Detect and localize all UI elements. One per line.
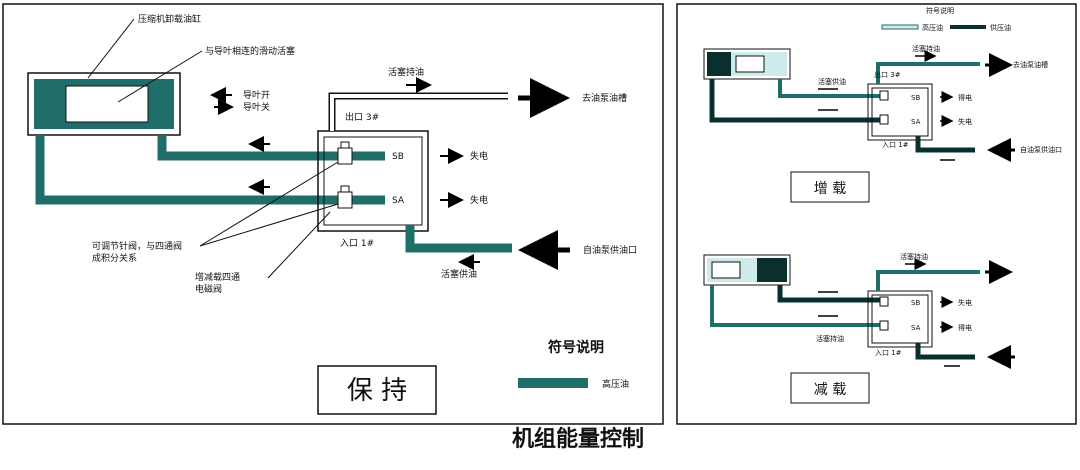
compressor-cylinder	[27, 72, 181, 136]
piston-hold-label: 活塞持油	[388, 66, 424, 78]
legend-title: 符号说明	[547, 339, 604, 356]
hold-title: 保 持	[347, 376, 407, 406]
solenoid-note: 增减载四通	[195, 271, 240, 283]
main-title: 机组能量控制	[512, 426, 644, 452]
right-panel: 符号说明 高压油 供压油 活塞持油 出口 3# 去油泵油槽 活塞供油 SB	[676, 3, 1077, 425]
decrease-piston-hold: 活塞持油	[900, 252, 928, 261]
piston-supply-label: 活塞供油	[441, 268, 477, 280]
vane-close-label: 导叶关	[243, 101, 270, 113]
legend-high-oil-swatch	[518, 378, 588, 388]
decrease-sb: SB	[911, 299, 920, 307]
increase-to-tank: 去油泵油槽	[1013, 60, 1048, 69]
increase-outlet: 出口 3#	[874, 70, 901, 79]
decrease-inlet-label: 活塞持油	[816, 334, 844, 343]
increase-diagram	[703, 48, 980, 153]
increase-sa: SA	[911, 118, 921, 126]
sb-state: 失电	[470, 150, 488, 162]
from-pump-label: 自油泵供油口	[583, 244, 637, 256]
sa-state: 失电	[470, 194, 488, 206]
decrease-diagram	[703, 254, 980, 360]
legend-high-oil-label: 高压油	[602, 378, 629, 390]
valve-note: 可调节针阀，与四通阀	[92, 240, 182, 252]
right-legend-high: 高压油	[922, 23, 943, 32]
solenoid-note-2: 电磁阀	[195, 283, 222, 295]
right-legend-title: 符号说明	[926, 6, 954, 15]
increase-inlet-label: 活塞供油	[818, 77, 846, 86]
increase-piston-hold: 活塞持油	[912, 44, 940, 53]
decrease-sa-state: 得电	[958, 323, 972, 332]
increase-inlet: 入口 1#	[882, 141, 909, 149]
increase-sb-state: 得电	[958, 93, 972, 102]
decrease-inlet: 入口 1#	[875, 349, 902, 357]
to-tank-label: 去油泵油槽	[582, 92, 627, 104]
sb-label: SB	[392, 152, 404, 162]
increase-sb: SB	[911, 94, 920, 102]
decrease-sa: SA	[911, 324, 921, 332]
sa-label: SA	[392, 196, 405, 206]
inlet-label: 入口 1#	[340, 238, 374, 249]
valve-sa	[337, 185, 353, 209]
valve-sb	[337, 141, 353, 165]
decrease-sb-state: 失电	[958, 298, 972, 307]
valve-box	[317, 130, 429, 232]
piston-label: 与导叶相连的滑动活塞	[205, 45, 295, 57]
hold-panel: 压缩机卸载油缸 与导叶相连的滑动活塞 导叶开 导叶关 SB SA 出口 3#	[2, 3, 664, 425]
right-legend-supply: 供压油	[990, 23, 1011, 32]
valve-note-2: 成积分关系	[92, 252, 137, 264]
decrease-title: 减 载	[814, 382, 846, 398]
increase-title: 增 载	[814, 181, 846, 197]
outlet-label: 出口 3#	[345, 111, 379, 123]
increase-from-pump: 自油泵供油口	[1020, 145, 1062, 154]
compressor-label: 压缩机卸载油缸	[138, 13, 201, 25]
vane-open-label: 导叶开	[243, 90, 270, 101]
increase-sa-state: 失电	[958, 117, 972, 126]
